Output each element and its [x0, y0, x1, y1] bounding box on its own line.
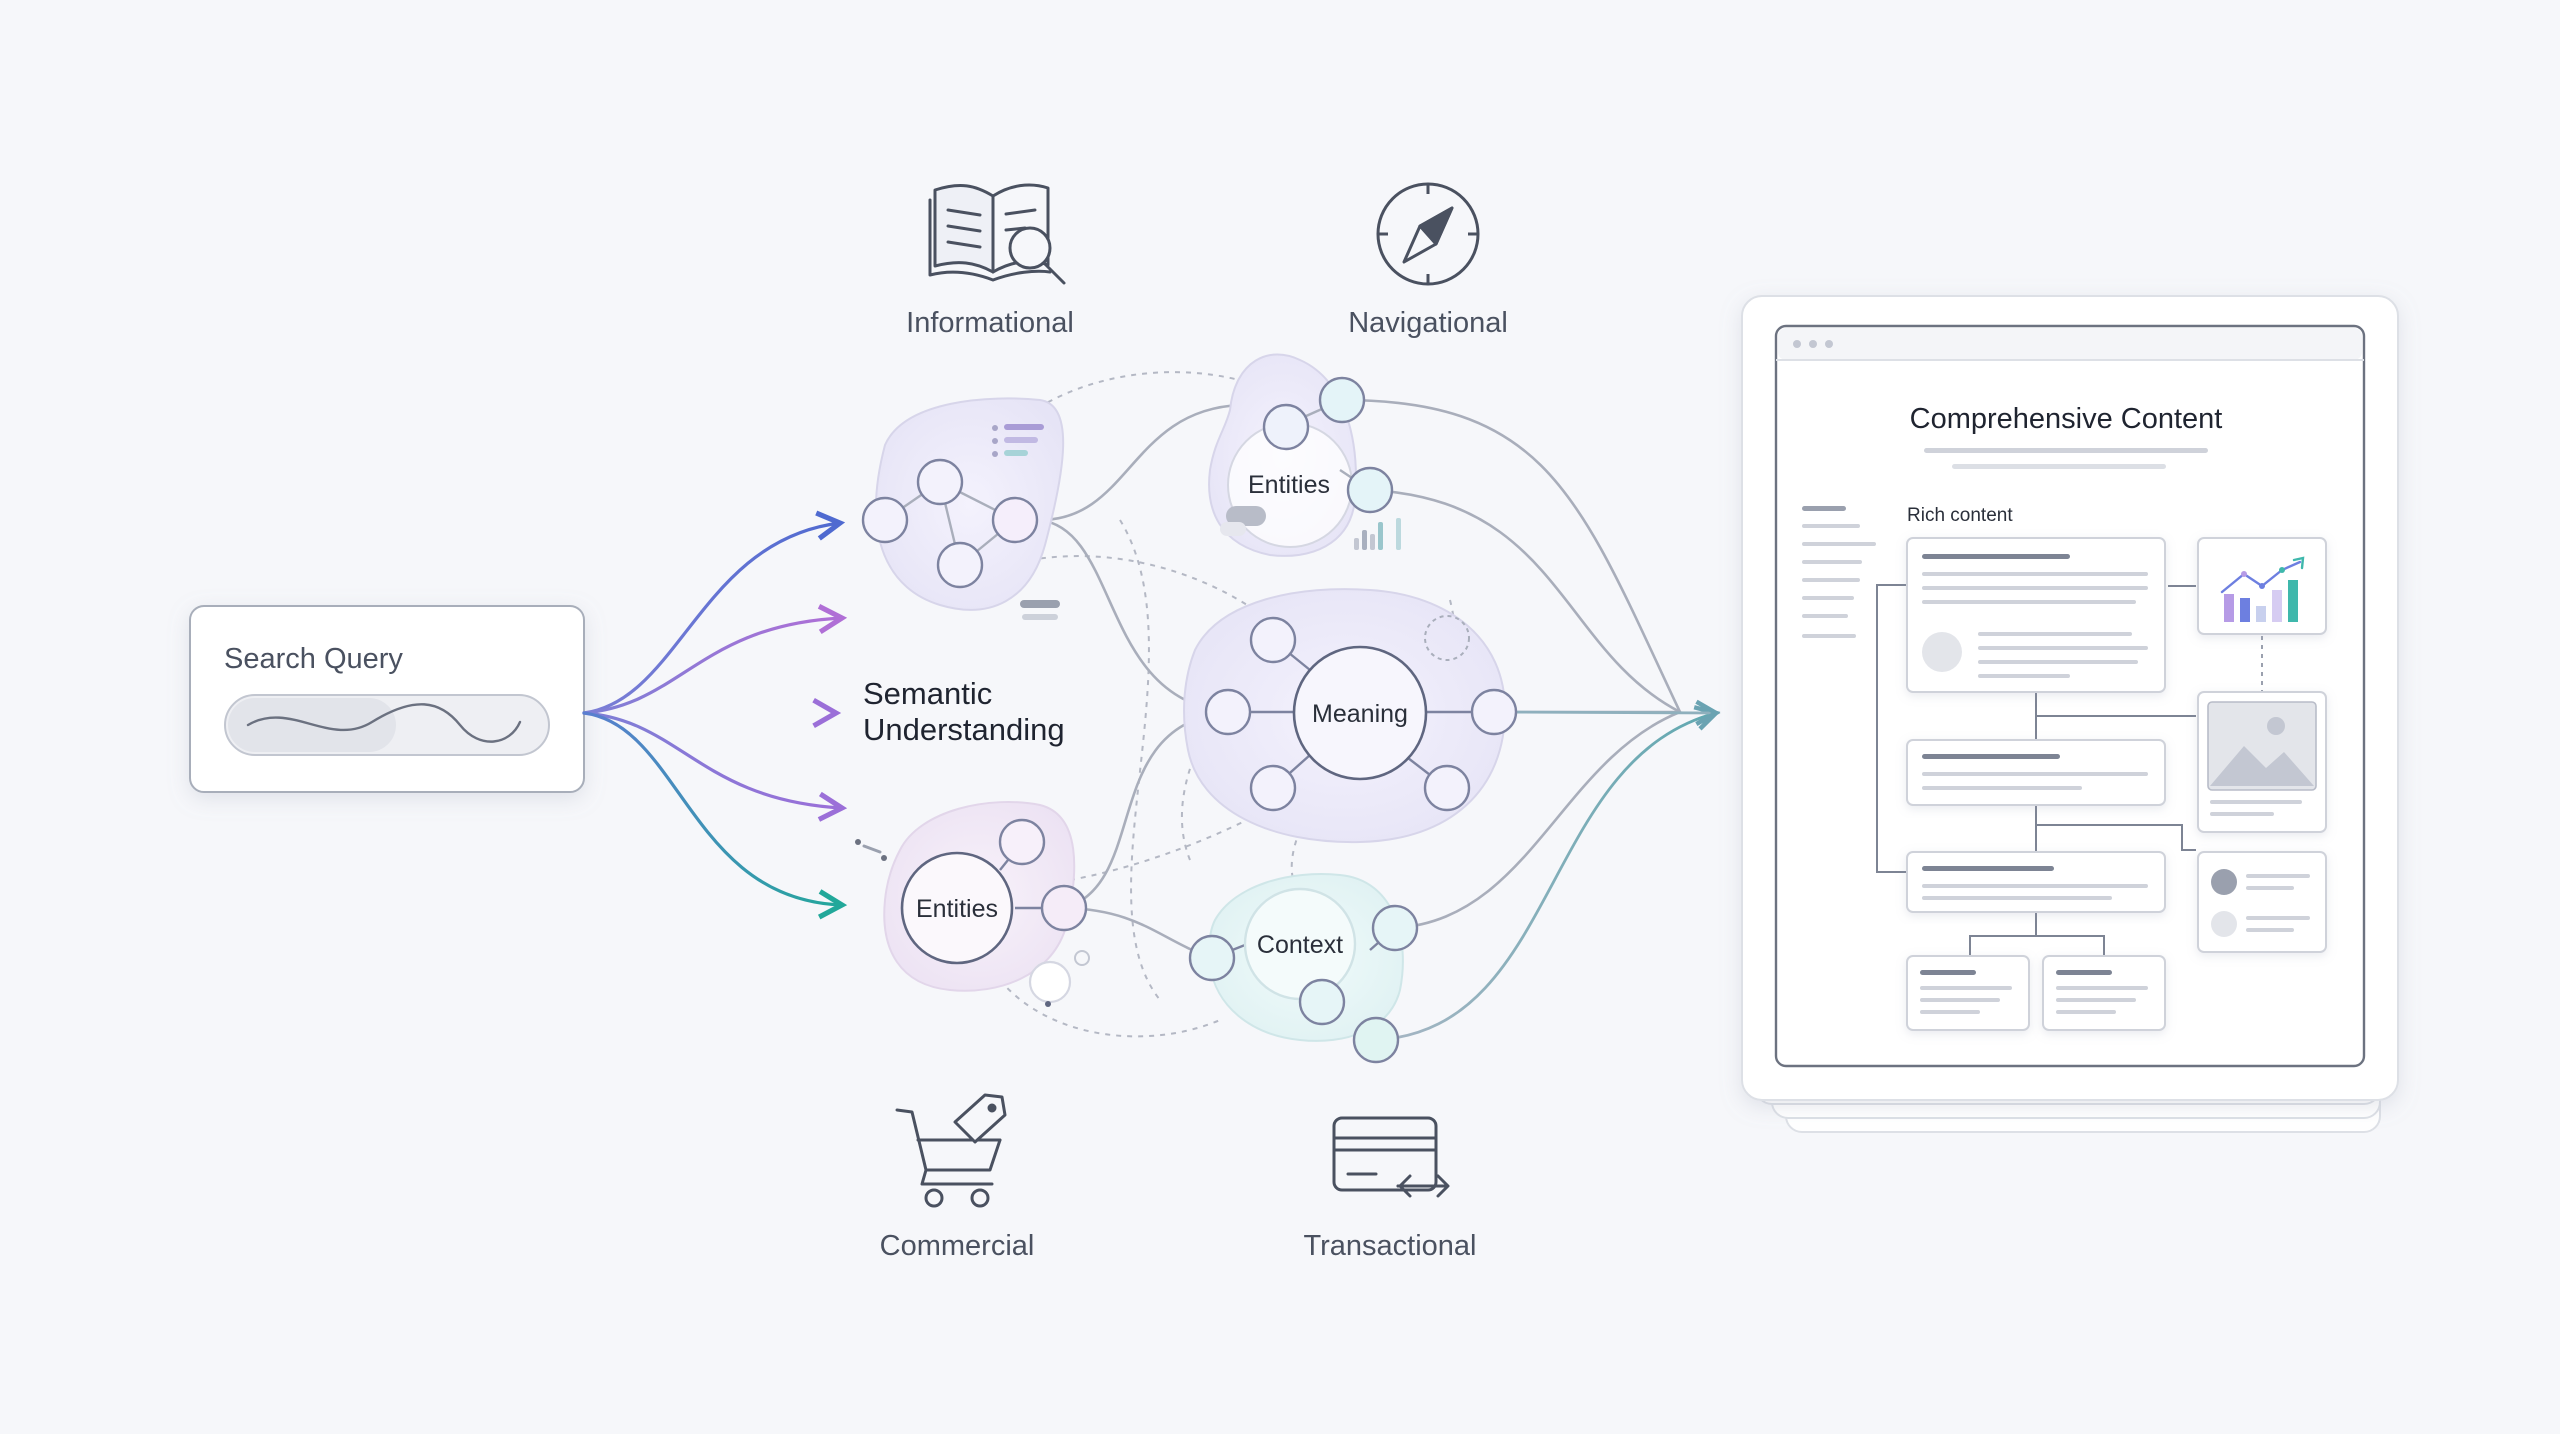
label-navigational: Navigational	[1348, 307, 1508, 339]
content-card-image	[2197, 691, 2327, 833]
query-flow-arrows	[582, 510, 848, 920]
hub-line-2: Understanding	[863, 712, 1065, 747]
semantic-understanding-label: Semantic Understanding	[863, 676, 1065, 747]
content-card-chart	[2197, 537, 2327, 635]
content-card-section	[1906, 739, 2166, 806]
content-card-small-left	[1906, 955, 2030, 1031]
intent-transactional: Transactional	[1303, 1116, 1477, 1262]
content-card-subsection	[1906, 851, 2166, 913]
output-arrows	[1374, 699, 1721, 1042]
label-informational: Informational	[906, 307, 1074, 339]
cluster-context: Context	[1188, 873, 1419, 1064]
cluster-meaning: Meaning	[1183, 588, 1518, 844]
intent-navigational: Navigational	[1348, 182, 1508, 339]
query-squiggle	[246, 703, 522, 743]
compass-icon	[1376, 182, 1480, 286]
label-commercial: Commercial	[880, 1230, 1035, 1262]
content-card-profiles	[2197, 851, 2327, 953]
flow-arrow-violet	[582, 711, 848, 822]
avatar	[2211, 869, 2237, 895]
search-query-input[interactable]	[224, 694, 550, 756]
image-placeholder-icon	[2207, 701, 2317, 791]
flow-arrow-purple	[582, 604, 848, 715]
flow-arrow-teal	[582, 711, 848, 920]
comprehensive-content-panel: Comprehensive Content Rich content	[1741, 295, 2399, 1133]
node-context: Context	[1257, 931, 1343, 959]
label-transactional: Transactional	[1303, 1230, 1476, 1262]
node-entities-top: Entities	[1248, 471, 1330, 499]
cluster-entities-top: Entities	[1208, 353, 1401, 557]
window-dot	[1809, 340, 1817, 348]
rich-content-label: Rich content	[1907, 505, 2013, 526]
search-query-card: Search Query	[189, 605, 585, 793]
window-dot	[1825, 340, 1833, 348]
credit-card-exchange-icon	[1332, 1116, 1450, 1198]
cluster-entities-bottom: Entities	[855, 801, 1090, 1007]
node-meaning: Meaning	[1312, 700, 1408, 728]
book-magnifier-icon	[928, 183, 1066, 285]
content-card-article	[1906, 537, 2166, 693]
flow-arrow-blue	[582, 510, 846, 715]
intent-commercial: Commercial	[880, 1093, 1035, 1262]
bar-line-chart-icon	[2220, 556, 2305, 622]
node-entities-bottom: Entities	[916, 895, 998, 923]
content-title: Comprehensive Content	[1910, 403, 2223, 435]
shopping-cart-tag-icon	[895, 1093, 1007, 1208]
avatar	[2211, 911, 2237, 937]
window-dot	[1793, 340, 1801, 348]
search-query-label: Search Query	[224, 643, 403, 675]
cluster-top-left	[861, 397, 1065, 620]
hub-line-1: Semantic	[863, 676, 992, 711]
content-card-small-right	[2042, 955, 2166, 1031]
intent-informational: Informational	[906, 183, 1074, 339]
